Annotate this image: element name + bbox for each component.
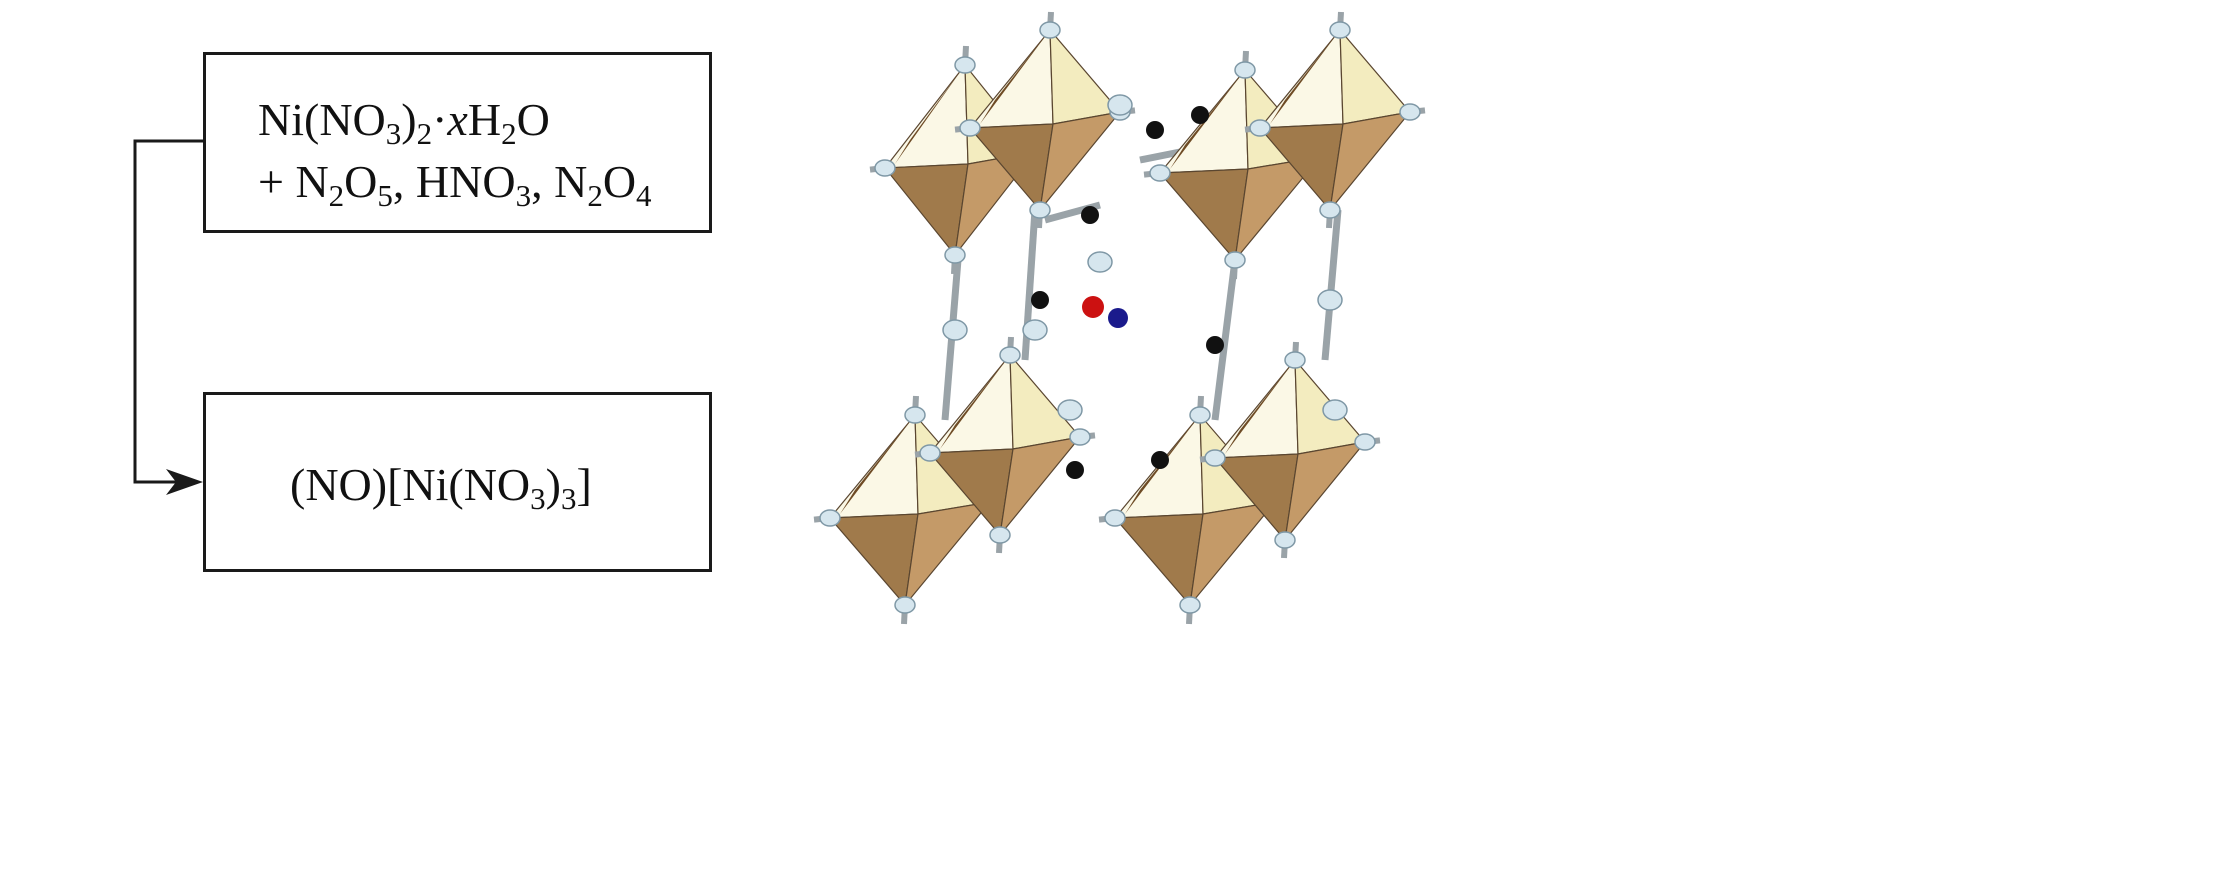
product-formula: (NO)[Ni(NO3)3]: [290, 459, 592, 516]
oxygen-atom: [1104, 509, 1126, 527]
oxygen-atom: [959, 119, 981, 137]
oxygen-atom: [1249, 119, 1271, 137]
octahedron-face: [1039, 111, 1122, 213]
octahedron-face: [999, 436, 1082, 538]
oxygen-atom: [1087, 251, 1113, 273]
reactant-formula-line-1: Ni(NO3)2·xH2O: [258, 94, 550, 151]
oxygen-atom: [1204, 449, 1226, 467]
oxygen-atom: [1179, 596, 1201, 614]
oxygen-atom: [954, 56, 976, 74]
octahedron-face: [828, 513, 919, 607]
octahedron-face: [1189, 501, 1277, 608]
oxygen-atom: [1069, 428, 1091, 446]
nitrogen-atom: [1081, 206, 1099, 224]
octahedron-face: [895, 65, 965, 164]
nitrogen-atom: [1191, 106, 1209, 124]
oxygen-atom: [919, 444, 941, 462]
octahedron-face: [1158, 168, 1249, 262]
oxygen-atom: [1022, 319, 1048, 341]
octahedron-face: [940, 355, 1010, 449]
nitrogen-atom: [1031, 291, 1049, 309]
oxygen-atom: [1057, 399, 1083, 421]
oxygen-atom: [904, 406, 926, 424]
oxygen-atom: [999, 346, 1021, 364]
oxygen-atom: [1107, 94, 1133, 116]
nitrogen-atom: [1066, 461, 1084, 479]
oxygen-atom: [894, 596, 916, 614]
octahedron-face: [1225, 360, 1295, 454]
oxygen-atom: [942, 319, 968, 341]
oxygen-atom: [1224, 251, 1246, 269]
ligand-bond: [1211, 259, 1239, 421]
oxygen-atom: [1354, 433, 1376, 451]
product-box: (NO)[Ni(NO3)3]: [203, 392, 712, 572]
octahedron-face: [883, 63, 969, 169]
reaction-arrow: [133, 139, 203, 495]
oxygen-atom: [874, 159, 896, 177]
nitrogen-atom: [1151, 451, 1169, 469]
octahedron-face: [1234, 156, 1322, 263]
oxygen-atom: [1039, 21, 1061, 39]
oxygen-atom: [989, 526, 1011, 544]
octahedron-face: [904, 501, 992, 608]
crystal-structure-illustration: [813, 11, 1426, 625]
octahedron-face: [1113, 513, 1204, 607]
octahedron-face: [1270, 30, 1340, 124]
nitrogen-atom: [1146, 121, 1164, 139]
oxygen-atom: [1329, 21, 1351, 39]
oxygen-atom: [1284, 351, 1306, 369]
reactants-box: Ni(NO3)2·xH2O + N2O5, HNO3, N2O4: [203, 52, 712, 233]
oxygen-atom: [1322, 399, 1348, 421]
octahedron-face: [1329, 111, 1412, 213]
ligand-bond: [1321, 209, 1342, 361]
oxygen-atom: [1189, 406, 1211, 424]
oxygen-atom: [1274, 531, 1296, 549]
oxygen-atom: [1029, 201, 1051, 219]
oxygen-atom: [1399, 103, 1421, 121]
oxygen-atom: [1317, 289, 1343, 311]
oxygen-atom: [1234, 61, 1256, 79]
nitrogen-atom: [1206, 336, 1224, 354]
oxygen-atom: [1319, 201, 1341, 219]
oxygen-atom: [944, 246, 966, 264]
oxygen-atom: [1149, 164, 1171, 182]
octahedron-face: [883, 163, 969, 257]
octahedron-face: [840, 415, 915, 514]
octahedron-face: [1284, 441, 1367, 543]
nitrosonium-oxygen-atom: [1082, 296, 1104, 318]
reactant-formula-line-2: + N2O5, HNO3, N2O4: [258, 156, 652, 213]
oxygen-atom: [819, 509, 841, 527]
octahedron-face: [980, 30, 1050, 124]
nitrosonium-nitrogen-atom: [1108, 308, 1128, 328]
octahedron-face: [1339, 28, 1412, 125]
